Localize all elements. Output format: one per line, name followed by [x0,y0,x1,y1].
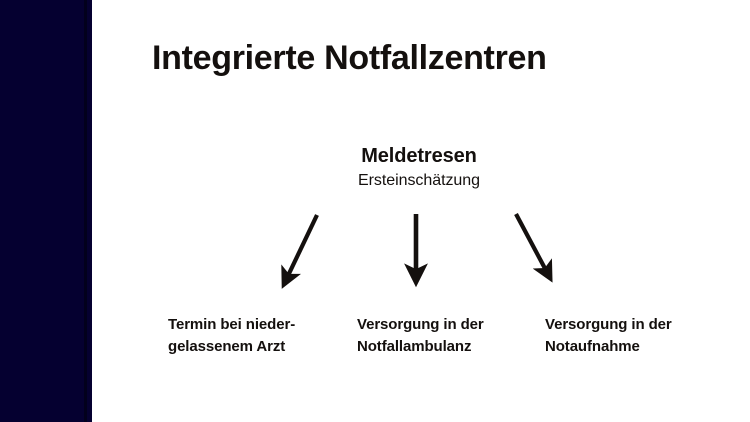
root-node-subtitle: Ersteinschätzung [358,172,480,189]
left-accent-bar [0,0,92,422]
diagram-root-node: Meldetresen Ersteinschätzung [279,144,559,192]
page-title: Integrierte Notfallzentren [152,39,547,77]
outcome-label-1: Termin bei nieder- gelassenem Arzt [168,316,296,355]
arrow-left-icon [281,214,319,289]
root-node-title: Meldetresen [361,145,477,167]
accent-bar-stripe [84,0,87,422]
arrow-right-icon [514,213,553,283]
outcome-label-3: Versorgung in der Notaufnahme [545,316,672,355]
outcome-label-2: Versorgung in der Notfallambulanz [357,316,484,355]
